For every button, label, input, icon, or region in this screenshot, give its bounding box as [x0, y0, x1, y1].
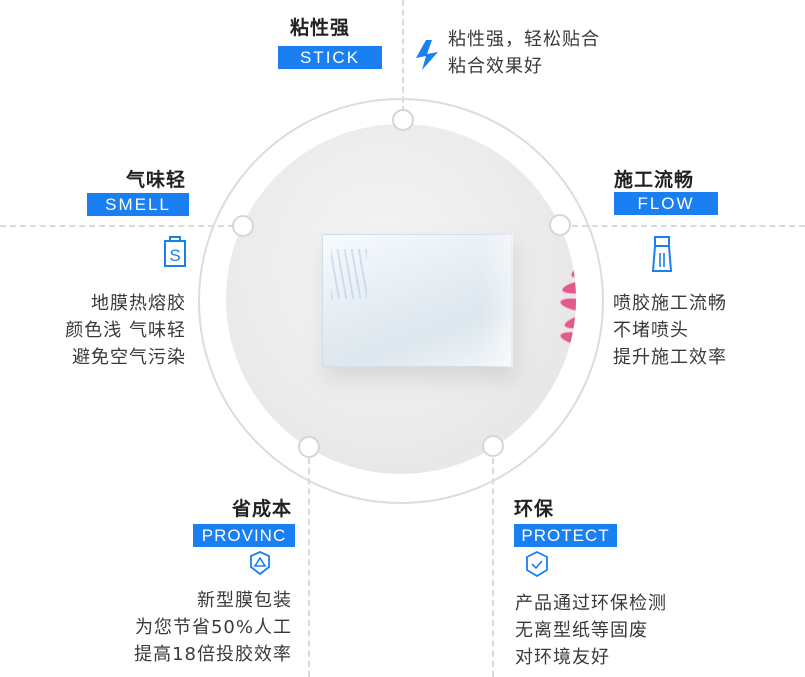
flow-badge: FLOW	[614, 192, 718, 215]
guide-line-top	[402, 0, 404, 112]
stick-desc-line: 粘合效果好	[448, 56, 543, 77]
provinc-desc: 新型膜包装 为您节省50%人工 提高18倍投胶效率	[40, 587, 292, 668]
node-bottom-right	[482, 435, 504, 457]
smell-desc-line: 颜色浅 气味轻	[65, 320, 186, 341]
provinc-desc-line: 为您节省50%人工	[134, 617, 292, 638]
stick-desc: 粘性强，轻松贴合 粘合效果好	[448, 26, 600, 80]
provinc-desc-line: 新型膜包装	[197, 590, 292, 611]
guide-line-bottom-right	[492, 458, 494, 677]
flow-title: 施工流畅	[614, 169, 695, 191]
provinc-title: 省成本	[231, 498, 292, 520]
shield-check-icon	[526, 551, 548, 577]
smell-desc-line: 避免空气污染	[72, 347, 186, 368]
flow-desc-line: 喷胶施工流畅	[613, 293, 727, 314]
guide-line-bottom-left	[308, 458, 310, 677]
protect-desc-line: 无离型纸等固废	[515, 620, 648, 641]
flow-desc: 喷胶施工流畅 不堵喷头 提升施工效率	[613, 290, 727, 371]
protect-desc: 产品通过环保检测 无离型纸等固废 对环境友好	[515, 590, 667, 671]
smell-title: 气味轻	[125, 169, 186, 191]
protect-title: 环保	[514, 498, 555, 520]
stick-desc-line: 粘性强，轻松贴合	[448, 29, 600, 50]
flower-image	[559, 259, 576, 364]
battery-s-icon: S	[164, 236, 186, 267]
node-left	[232, 215, 254, 237]
spray-bottle-icon	[652, 236, 672, 272]
flow-desc-line: 不堵喷头	[613, 320, 689, 341]
guide-line-left	[0, 225, 234, 227]
node-bottom-left	[298, 436, 320, 458]
svg-text:S: S	[169, 246, 180, 265]
provinc-desc-line: 提高18倍投胶效率	[134, 644, 292, 665]
protect-desc-line: 对环境友好	[515, 647, 610, 668]
node-right	[549, 214, 571, 236]
flow-desc-line: 提升施工效率	[613, 347, 727, 368]
stick-title: 粘性强	[290, 17, 351, 39]
guide-line-right	[572, 225, 805, 227]
glue-block	[322, 234, 512, 367]
shield-triangle-icon	[250, 551, 270, 575]
glue-block-side	[481, 234, 513, 367]
smell-badge: SMELL	[87, 193, 189, 216]
node-top	[392, 109, 414, 131]
protect-badge: PROTECT	[514, 524, 617, 547]
smell-desc: 地膜热熔胶 颜色浅 气味轻 避免空气污染	[0, 290, 186, 371]
product-image	[226, 124, 576, 474]
outer-ring	[198, 98, 604, 504]
protect-desc-line: 产品通过环保检测	[515, 593, 667, 614]
lightning-icon	[416, 40, 438, 70]
provinc-badge: PROVINC	[193, 524, 295, 547]
stick-badge: STICK	[278, 46, 382, 69]
smell-desc-line: 地膜热熔胶	[91, 293, 186, 314]
